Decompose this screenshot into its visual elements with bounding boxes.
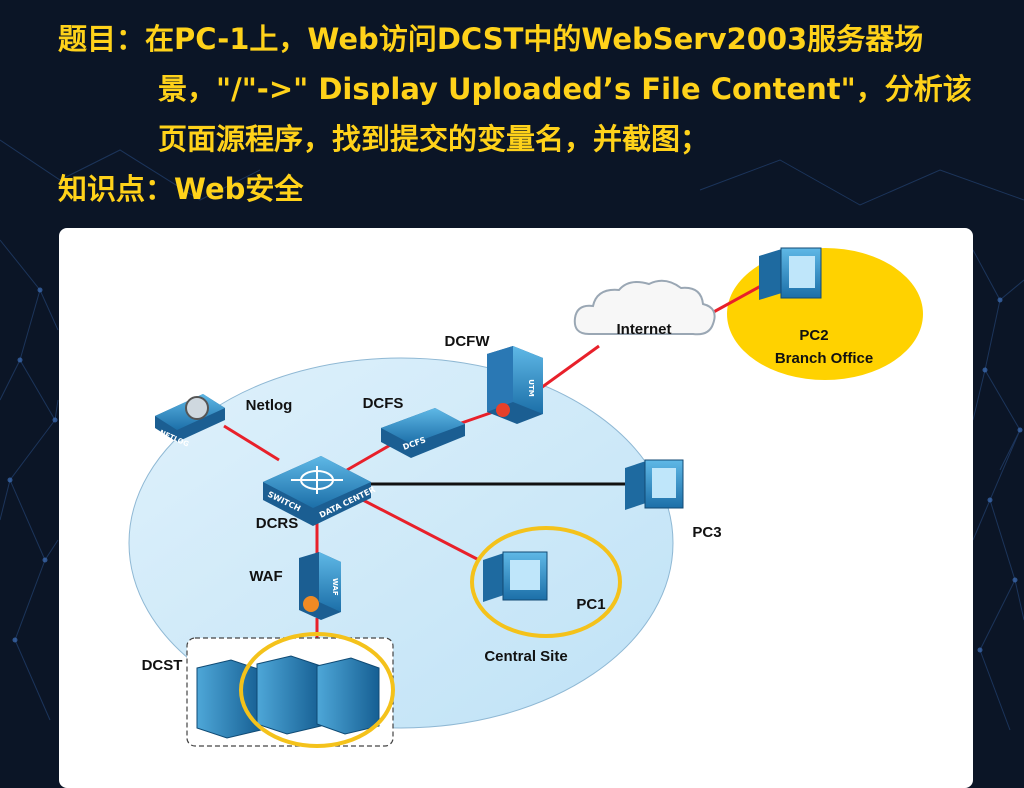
dcst-server-group: DCST (142, 632, 395, 748)
dcfw-firewall: UTM DCFW (445, 333, 543, 424)
netlog-label: Netlog (246, 397, 293, 414)
waf-label: WAF (249, 568, 282, 585)
dcrs-switch: SWITCH DATA CENTER DCRS (256, 456, 377, 532)
waf-device: WAF WAF (249, 552, 341, 620)
topic-line-2: 景，"/"->" Display Uploaded’s File Content… (158, 72, 972, 106)
topic-line-1: 题目：在PC-1上，Web访问DCST中的WebServ2003服务器场 (58, 14, 998, 64)
network-topology-diagram: Internet PC2 Branch Office UTM DCFW DCFS… (128, 247, 923, 748)
slide-header: 题目：在PC-1上，Web访问DCST中的WebServ2003服务器场 景，"… (58, 14, 998, 214)
dcst-label: DCST (142, 657, 183, 674)
knowledge-value: Web安全 (174, 172, 304, 206)
pc1-highlight (470, 526, 622, 638)
server-3 (316, 657, 380, 735)
pc1-computer: PC1 Central Site (470, 526, 622, 665)
dcrs-label: DCRS (256, 515, 299, 532)
topic-line-3: 页面源程序，找到提交的变量名，并截图； (158, 122, 710, 156)
topology-panel: Internet PC2 Branch Office UTM DCFW DCFS… (59, 228, 973, 788)
pc2-label: PC2 (799, 327, 828, 344)
internet-cloud: Internet (573, 279, 716, 338)
magnifier-icon (185, 396, 209, 420)
topic-label: 题目： (58, 22, 146, 56)
dcfs-label: DCFS (363, 395, 404, 412)
waf-badge: WAF (331, 578, 339, 596)
central-site-label: Central Site (484, 648, 567, 665)
fire-icon-waf (303, 596, 319, 612)
pc3-label: PC3 (692, 524, 721, 541)
pc2-computer: PC2 Branch Office (759, 247, 873, 367)
link-netlog-dcrs (223, 424, 280, 462)
pc1-label: PC1 (576, 596, 605, 613)
utm-badge: UTM (527, 379, 535, 396)
knowledge-line: 知识点：Web安全 (58, 164, 998, 214)
server-1 (196, 659, 262, 739)
fire-icon (496, 403, 510, 417)
dcfs-device: DCFS DCFS (363, 395, 465, 458)
knowledge-label: 知识点： (58, 172, 175, 206)
branch-office-label: Branch Office (775, 350, 873, 367)
switch-arrows-icon (291, 466, 343, 494)
webserv-highlight (239, 632, 395, 748)
dcfw-label: DCFW (445, 333, 491, 350)
server-2 (256, 655, 322, 735)
internet-label: Internet (616, 321, 671, 338)
pc3-computer: PC3 (625, 459, 722, 541)
link-dcrs-pc1 (358, 496, 480, 562)
topic-text-1: 在PC-1上，Web访问DCST中的WebServ2003服务器场 (145, 22, 924, 56)
